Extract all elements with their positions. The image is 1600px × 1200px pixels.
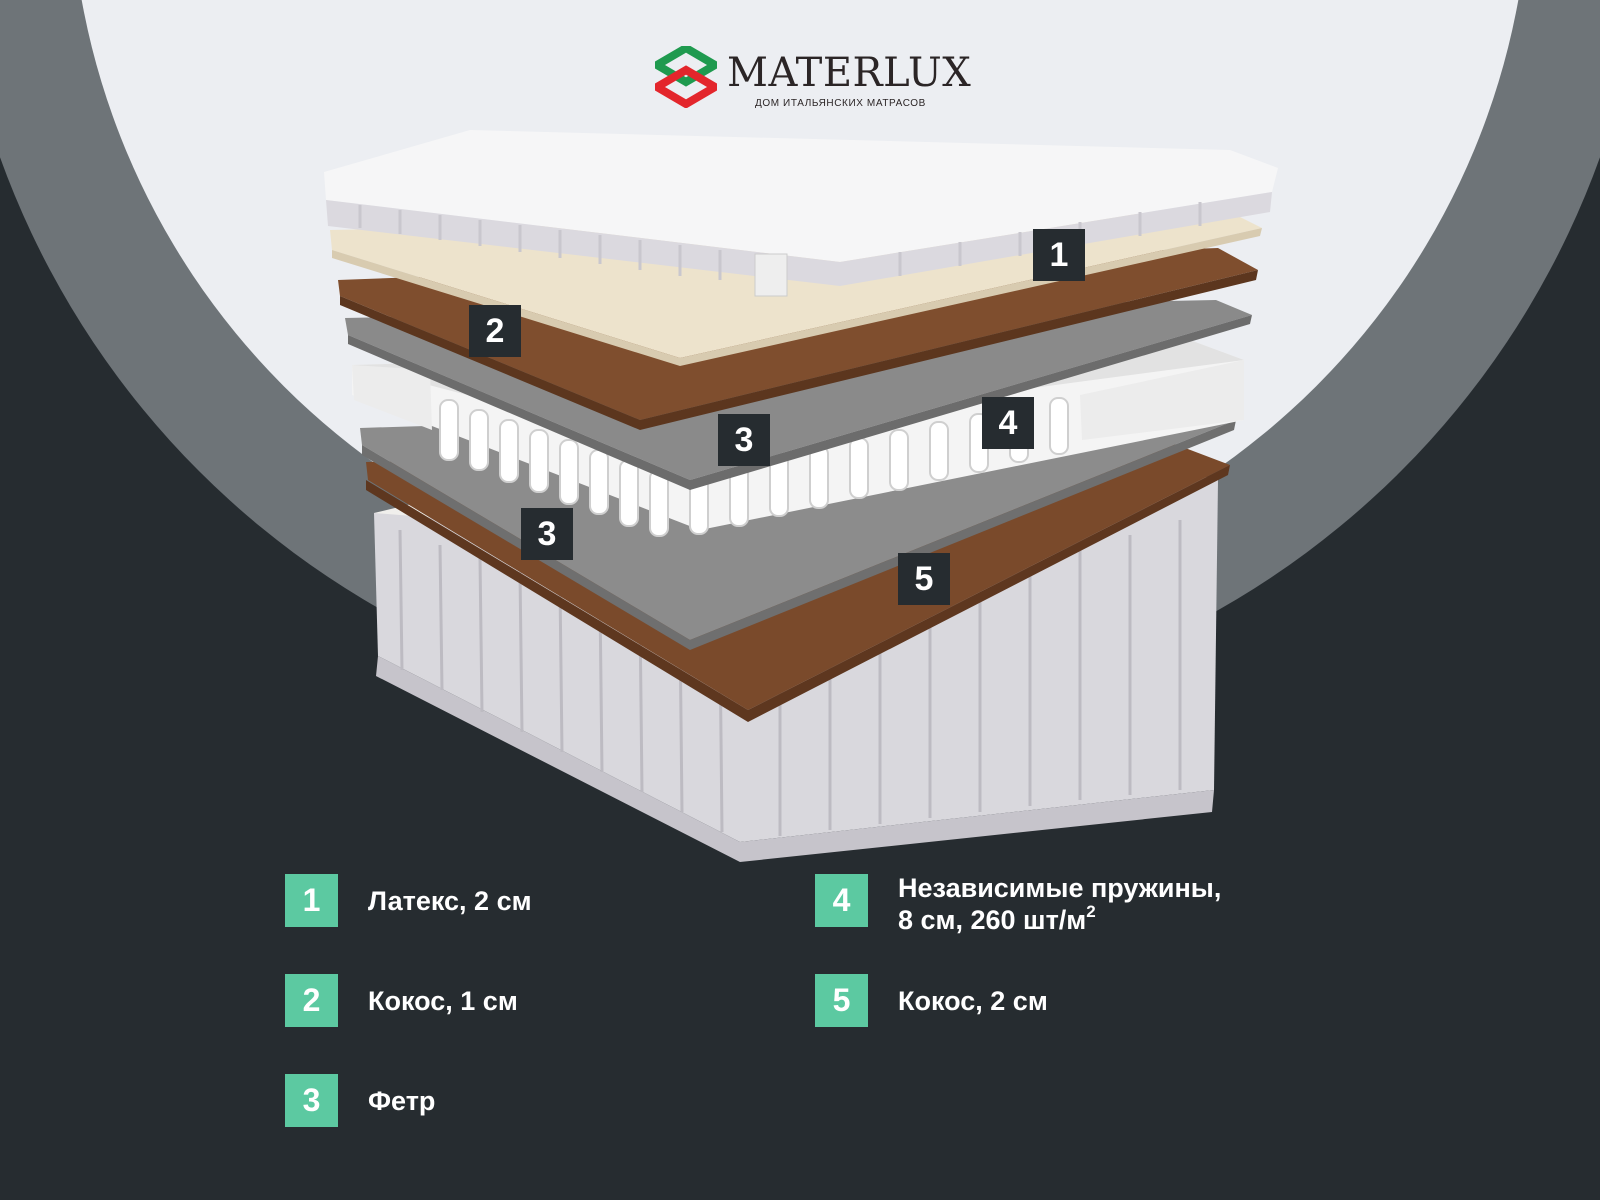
legend-label: Латекс, 2 см [368, 886, 532, 916]
legend-label: Кокос, 2 см [898, 986, 1048, 1016]
layer-marker-1: 1 [1033, 229, 1085, 281]
brand-logo: MATERLUX ДОМ ИТАЛЬЯНСКИХ МАТРАСОВ [655, 42, 971, 112]
layer-marker-3-bottom: 3 [521, 508, 573, 560]
legend-badge: 5 [815, 974, 868, 1027]
legend-badge: 4 [815, 874, 868, 927]
logo-mark-icon [655, 46, 717, 108]
legend-badge: 1 [285, 874, 338, 927]
legend-label-superscript: 2 [1086, 902, 1096, 921]
layer-marker-3-top: 3 [718, 414, 770, 466]
legend-badge: 3 [285, 1074, 338, 1127]
brand-tagline: ДОМ ИТАЛЬЯНСКИХ МАТРАСОВ [755, 98, 926, 109]
layer-marker-2: 2 [469, 305, 521, 357]
legend-label-line1: Независимые пружины, [898, 873, 1222, 903]
legend-label-line2: 8 см, 260 шт/м [898, 905, 1087, 935]
layer-marker-4: 4 [982, 397, 1034, 449]
legend-label: Кокос, 1 см [368, 986, 518, 1016]
legend-label: Фетр [368, 1086, 436, 1116]
layer-marker-5: 5 [898, 553, 950, 605]
legend-label: Независимые пружины, 8 см, 260 шт/м2 [898, 872, 1221, 936]
legend-badge: 2 [285, 974, 338, 1027]
brand-name: MATERLUX [727, 50, 972, 96]
